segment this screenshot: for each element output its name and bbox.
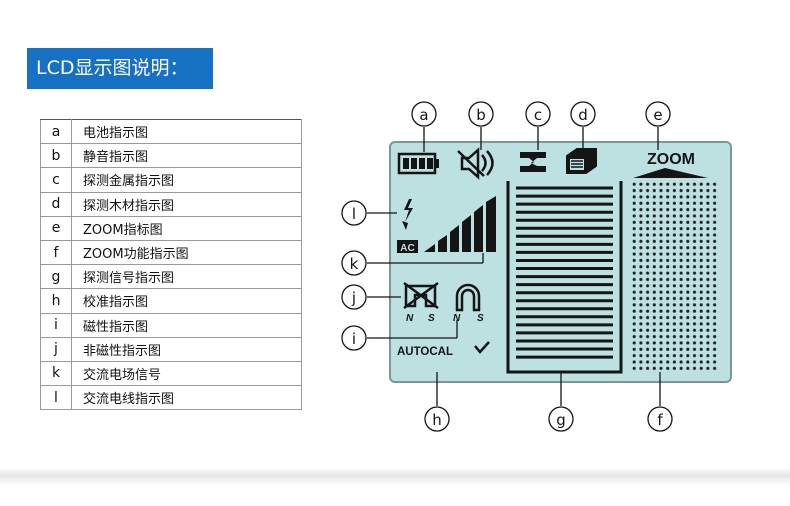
callout-f: f (647, 406, 673, 432)
svg-text:g: g (556, 411, 566, 429)
zoom-dot-matrix-icon (632, 182, 719, 372)
legend-key: g (40, 264, 72, 290)
legend-key: j (40, 336, 72, 362)
wood-icon (566, 148, 597, 174)
svg-text:b: b (476, 106, 486, 124)
legend-label: 探测木材指示图 (71, 191, 302, 217)
autocal-label: AUTOCAL (397, 346, 453, 358)
callout-g: g (548, 406, 574, 432)
svg-text:h: h (432, 411, 442, 429)
callout-l: l (341, 200, 367, 226)
callout-h: h (424, 406, 450, 432)
svg-text:a: a (419, 106, 428, 124)
battery-icon (397, 152, 439, 175)
zoom-indicator-icon: ZOOM (633, 151, 708, 178)
metal-icon (520, 152, 546, 172)
legend-label: 探测信号指示图 (71, 264, 302, 290)
svg-text:f: f (657, 411, 663, 429)
legend-label: 交流电线指示图 (71, 385, 302, 411)
callout-b: b (468, 101, 494, 127)
callout-a: a (411, 101, 437, 127)
magnet-s-label: S (428, 313, 435, 324)
legend-key: f (40, 239, 72, 266)
signal-bar-icon (506, 181, 623, 374)
legend-label: ZOOM功能指示图 (71, 239, 302, 266)
ac-label: AC (400, 243, 414, 254)
legend-label: ZOOM指标图 (71, 215, 302, 241)
legend-key: d (40, 191, 72, 217)
autocal-icon: AUTOCAL (397, 341, 490, 358)
magnetic-icon: N S (453, 283, 484, 324)
legend-label: 探测金属指示图 (71, 167, 302, 193)
magnet-n-label: N (406, 313, 414, 324)
legend-label: 交流电场信号 (71, 360, 302, 387)
magnet-s-label: S (477, 313, 484, 324)
page-title: LCD显示图说明： (27, 48, 213, 89)
callout-k: k (341, 250, 367, 276)
zoom-label: ZOOM (647, 151, 695, 168)
callout-e: e (645, 101, 671, 127)
non-magnetic-icon: N S (403, 281, 439, 324)
ac-line-icon: AC (397, 199, 418, 254)
svg-text:d: d (578, 106, 588, 124)
callout-c: c (525, 101, 551, 127)
svg-text:e: e (653, 106, 662, 124)
callout-i: i (341, 325, 367, 351)
callout-d: d (570, 101, 596, 127)
callout-leaders (367, 127, 661, 406)
magnet-n-label: N (453, 313, 461, 324)
svg-text:i: i (352, 330, 356, 348)
svg-text:j: j (351, 289, 356, 307)
svg-text:c: c (534, 106, 542, 124)
legend-key: h (40, 288, 72, 314)
ac-field-signal-icon (424, 196, 496, 252)
mute-icon (457, 147, 494, 180)
bottom-shadow (0, 468, 790, 486)
svg-text:l: l (352, 205, 356, 223)
legend-label: 校准指示图 (71, 288, 302, 314)
callout-j: j (341, 284, 367, 310)
legend-label: 静音指示图 (71, 143, 302, 169)
svg-text:k: k (350, 255, 359, 273)
